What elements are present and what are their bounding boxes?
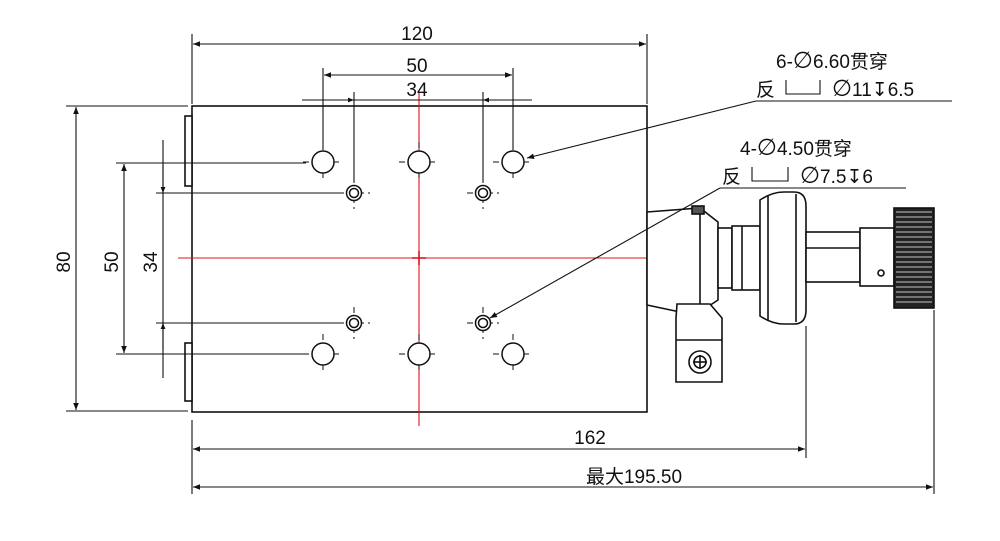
index-mark xyxy=(877,269,885,277)
leader-outer-holes xyxy=(526,100,757,160)
through-hole-6-6 xyxy=(501,342,525,366)
through-hole-4-5 xyxy=(477,317,489,329)
outer-dia-value: 6.60贯穿 xyxy=(813,51,888,73)
inner-depth-symbol: ↧ xyxy=(846,167,862,188)
inner-callout-line2b: ∅7.5↧6 xyxy=(800,162,873,188)
dim-label-50-left: 50 xyxy=(102,251,123,272)
inner-cb-symbol: ∅ xyxy=(800,162,820,188)
inner-dia-value: 4.50贯穿 xyxy=(777,138,852,160)
inner-reverse-label: 反 xyxy=(722,166,741,188)
through-hole-6-6 xyxy=(311,150,335,174)
outer-dia-symbol: ∅ xyxy=(793,47,813,73)
micrometer-actuator xyxy=(646,191,935,383)
outer-depth-symbol: ↧ xyxy=(872,80,888,101)
dim-label-34-left: 34 xyxy=(141,251,162,273)
inner-depth-value: 6 xyxy=(862,167,873,188)
through-hole-4-5 xyxy=(477,187,489,199)
bracket-top-pin xyxy=(691,205,705,215)
through-hole-6-6 xyxy=(501,150,525,174)
outer-cb-value: 11 xyxy=(852,80,872,101)
dim-label-max-length: 最大195.50 xyxy=(586,466,682,488)
outer-callout-line2: 反 xyxy=(756,79,775,101)
through-hole-4-5 xyxy=(348,317,360,329)
barrel-step xyxy=(859,227,895,287)
inner-dia-symbol: ∅ xyxy=(757,134,777,160)
left-edge-strip-top xyxy=(184,115,193,187)
dimension-labels: 120 50 34 80 50 34 162 最大195.50 xyxy=(54,24,682,488)
dim-label-162: 162 xyxy=(574,428,606,449)
counterbore-symbol-outer xyxy=(785,80,821,95)
leader-inner-holes xyxy=(489,187,721,319)
knurl-lines xyxy=(896,211,932,303)
inner-callout-line2: 反 xyxy=(722,166,741,188)
through-hole-6-6 xyxy=(311,342,335,366)
dimension-lines xyxy=(66,34,952,494)
inner-cb-value: 7.5 xyxy=(820,167,846,188)
holes-group xyxy=(303,142,533,374)
callout-outer-holes: 6-∅6.60贯穿 反 ∅11↧6.5 xyxy=(756,47,914,101)
dim-label-50-top: 50 xyxy=(406,56,427,77)
through-hole-4-5 xyxy=(348,187,360,199)
knurled-knob xyxy=(893,207,935,309)
outer-qty: 6- xyxy=(776,52,793,73)
through-hole-6-6 xyxy=(407,150,431,174)
left-edge-strip-bottom xyxy=(184,342,193,402)
actuator-collar xyxy=(731,225,761,291)
dim-label-120: 120 xyxy=(401,24,433,45)
through-hole-6-6 xyxy=(407,342,431,366)
dim-label-80: 80 xyxy=(54,251,75,272)
outer-depth-value: 6.5 xyxy=(888,80,914,101)
outer-callout-line1: 6-∅6.60贯穿 xyxy=(776,47,888,73)
outer-callout-line2b: ∅11↧6.5 xyxy=(832,75,914,101)
counterbore-symbol-inner xyxy=(751,167,789,182)
outer-reverse-label: 反 xyxy=(756,79,775,101)
inner-callout-line1: 4-∅4.50贯穿 xyxy=(740,134,852,160)
dim-label-34-top: 34 xyxy=(406,80,428,101)
inner-qty: 4- xyxy=(740,139,757,160)
thimble-wheel xyxy=(759,191,807,325)
micrometer-barrel xyxy=(805,231,861,283)
outer-cb-symbol: ∅ xyxy=(832,75,852,101)
callout-inner-holes: 4-∅4.50贯穿 反 ∅7.5↧6 xyxy=(722,134,873,188)
actuator-neck xyxy=(717,227,733,289)
